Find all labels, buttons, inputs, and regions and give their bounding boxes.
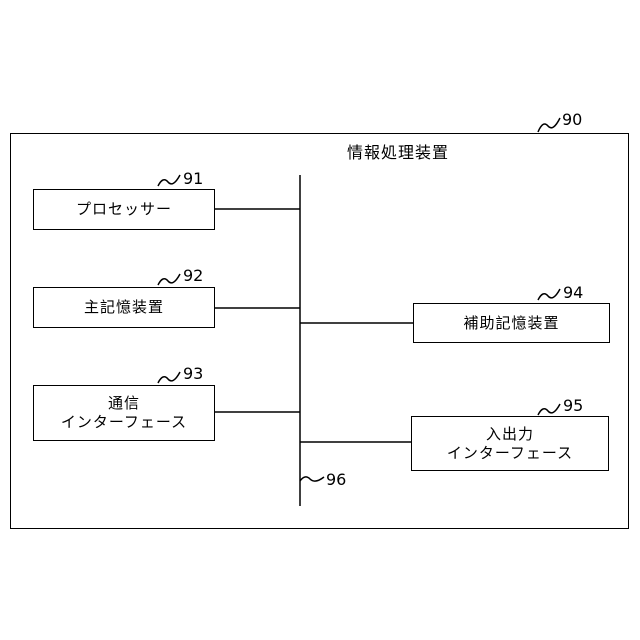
io-interface-ref-label: 95: [563, 398, 583, 414]
outer-ref-leader: [538, 118, 560, 132]
bus-ref-label: 96: [326, 472, 346, 488]
main-memory-label: 主記憶装置: [84, 298, 164, 317]
processor-block: プロセッサー: [33, 189, 215, 230]
outer-ref-label: 90: [562, 112, 582, 128]
aux-storage-ref-label: 94: [563, 285, 583, 301]
comm-interface-block: 通信 インターフェース: [33, 385, 215, 441]
comm-interface-label-line1: 通信: [108, 394, 140, 413]
main-memory-block: 主記憶装置: [33, 287, 215, 328]
aux-storage-block: 補助記憶装置: [413, 303, 610, 343]
comm-interface-ref-label: 93: [183, 366, 203, 382]
io-interface-block: 入出力 インターフェース: [411, 416, 609, 471]
processor-label: プロセッサー: [76, 200, 172, 219]
device-title: 情報処理装置: [333, 144, 463, 162]
io-interface-label-line1: 入出力: [486, 425, 534, 444]
main-memory-ref-label: 92: [183, 268, 203, 284]
aux-storage-label: 補助記憶装置: [463, 314, 559, 333]
processor-ref-label: 91: [183, 171, 203, 187]
io-interface-label-line2: インターフェース: [447, 444, 573, 463]
comm-interface-label-line2: インターフェース: [61, 413, 187, 432]
